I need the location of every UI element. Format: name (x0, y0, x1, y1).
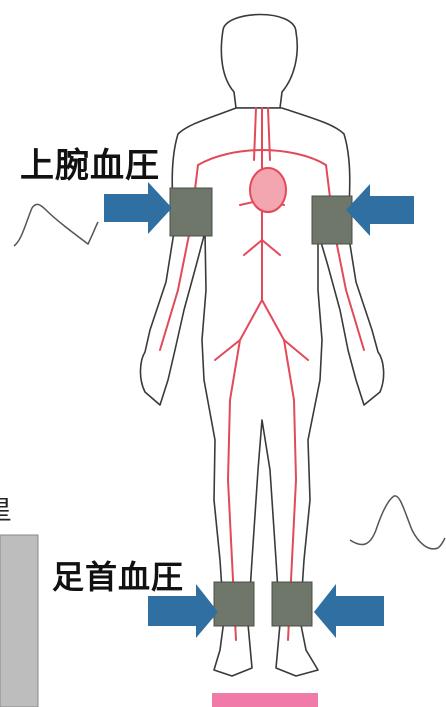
foot-pad (212, 693, 318, 707)
arrow-upper-right (346, 184, 414, 236)
arrow-ankle-right (314, 584, 384, 638)
cuff-upper-right (312, 196, 352, 244)
edge-panel (0, 535, 38, 707)
edge-text-fragment: 星 (0, 490, 13, 527)
cuff-upper-left (170, 188, 212, 236)
pulse-waveform-upper-icon (14, 204, 98, 246)
cuff-ankle-left (214, 582, 254, 626)
heart-icon (250, 168, 286, 212)
ankle-bp-label: 足首血圧 (52, 552, 184, 598)
cuff-ankle-right (272, 582, 312, 626)
pulse-waveform-ankle-icon (350, 496, 445, 549)
upper-arm-bp-label: 上腕血圧 (20, 138, 160, 187)
arrow-upper-left (104, 182, 172, 234)
